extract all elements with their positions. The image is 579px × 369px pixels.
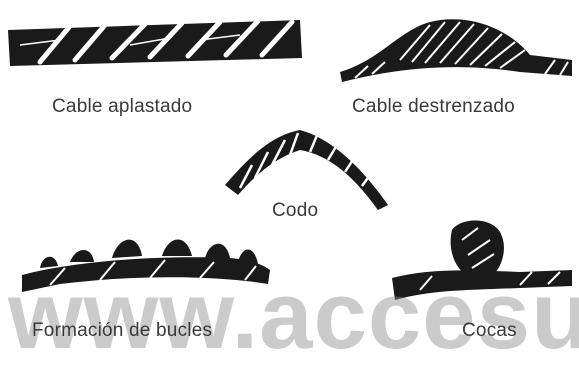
label-unstranded-cable: Cable destrenzado — [352, 96, 515, 117]
cable-damage-diagram: www.accesus.es Cable aplastado Cable des… — [8, 18, 579, 364]
label-crushed-cable: Cable aplastado — [52, 96, 193, 117]
unstranded-cable-illustration — [340, 19, 572, 82]
elbow-cable-illustration — [225, 130, 388, 210]
label-loops-formation: Formación de bucles — [32, 320, 213, 341]
label-elbow: Codo — [272, 200, 319, 221]
illustrations — [8, 18, 572, 300]
kinks-illustration — [392, 220, 572, 300]
label-kinks: Cocas — [462, 320, 517, 341]
loops-formation-illustration — [22, 239, 270, 292]
crushed-cable-illustration — [8, 18, 302, 66]
